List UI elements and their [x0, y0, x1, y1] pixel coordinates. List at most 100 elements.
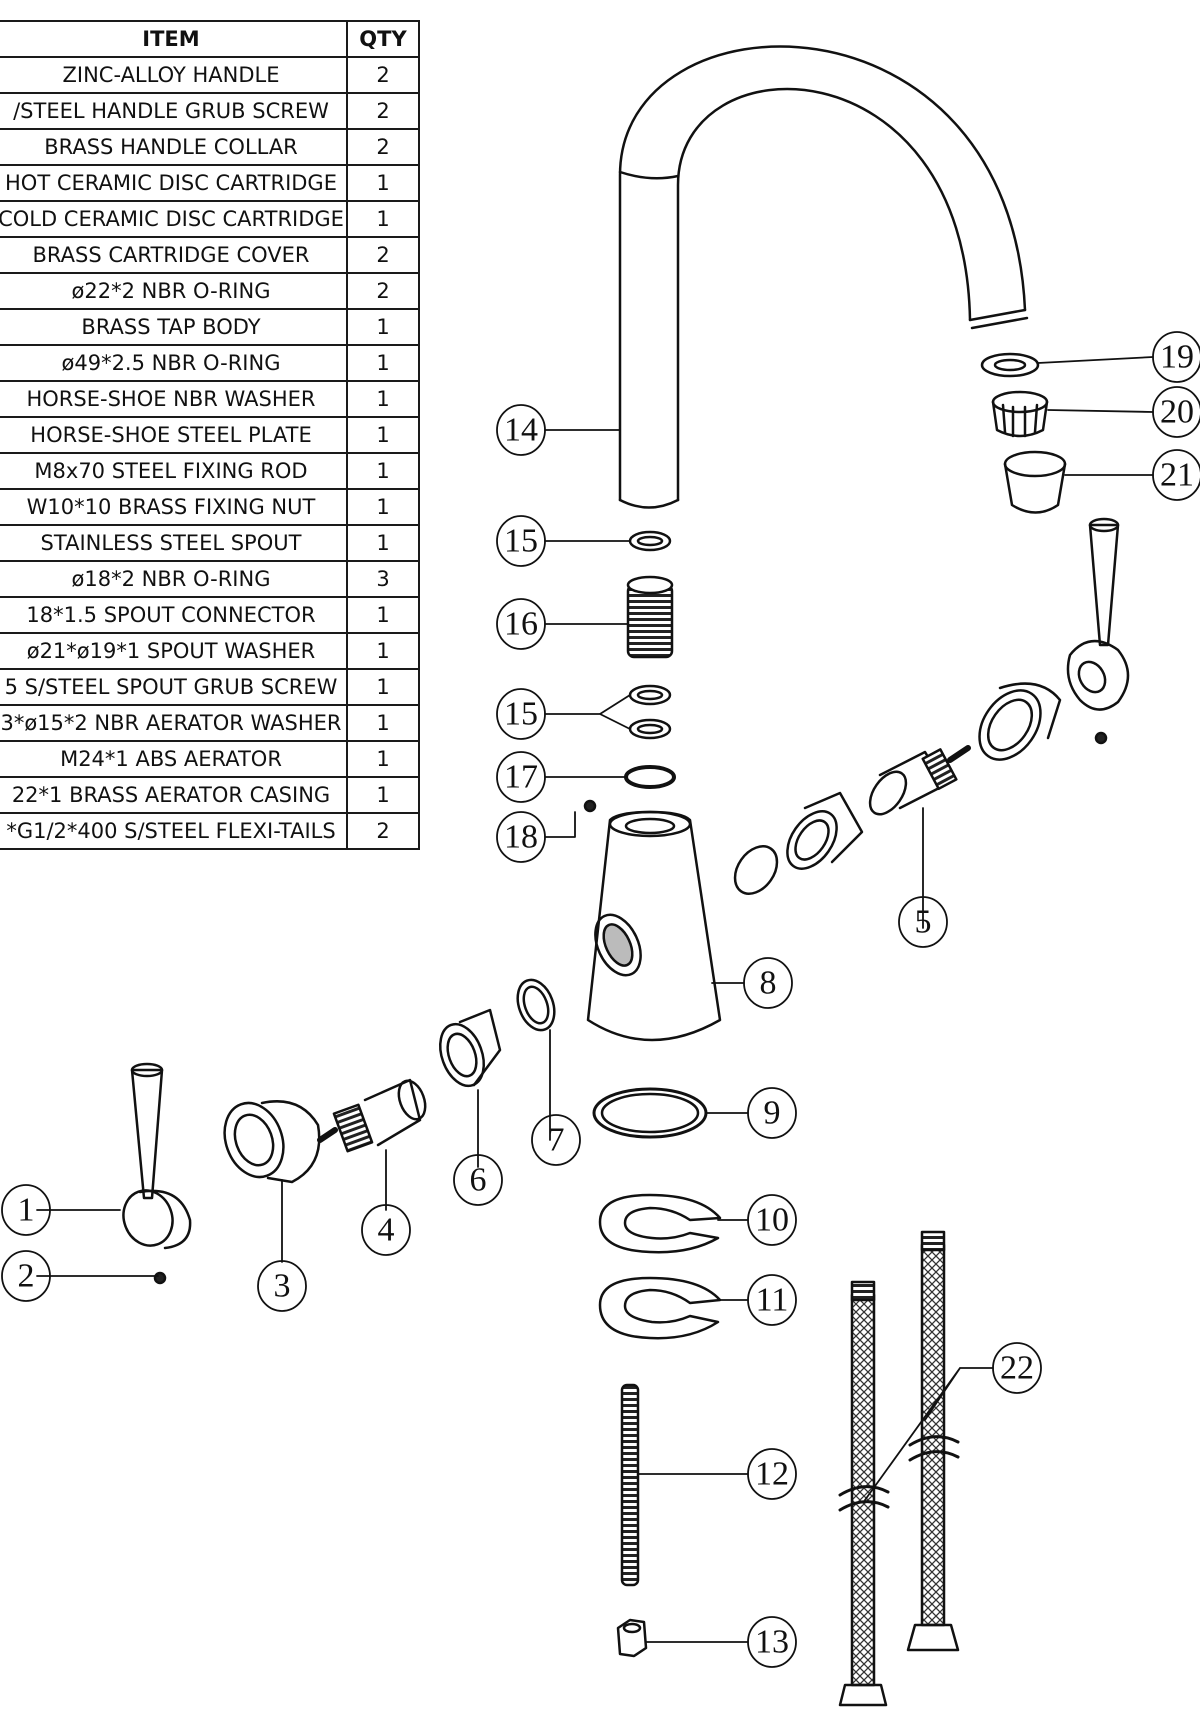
item-cell: ø21*ø19*1 SPOUT WASHER	[0, 632, 348, 670]
callout-15-top: 15	[504, 523, 538, 560]
hot-ceramic-disc-cartridge	[317, 1078, 427, 1153]
right-handle	[1066, 517, 1130, 711]
qty-cell: 2	[346, 92, 420, 130]
right-o-ring	[733, 845, 779, 895]
item-cell: *G1/2*400 S/STEEL FLEXI-TAILS	[0, 812, 348, 850]
steel-fixing-rod	[620, 1383, 640, 1587]
item-cell: BRASS TAP BODY	[0, 308, 348, 346]
qty-cell: 1	[346, 200, 420, 238]
leader-lines	[36, 356, 1154, 1643]
callout-circles	[1, 331, 1200, 1668]
callout-4: 4	[378, 1212, 395, 1249]
item-cell: HORSE-SHOE STEEL PLATE	[0, 416, 348, 454]
table-header-row: ITEM QTY	[0, 20, 420, 58]
item-cell: ø22*2 NBR O-RING	[0, 272, 348, 310]
brass-tap-body	[586, 810, 722, 1042]
qty-cell: 1	[346, 380, 420, 418]
o-ring-middle-upper	[628, 684, 672, 706]
qty-cell: 1	[346, 704, 420, 742]
callout-5: 5	[915, 904, 932, 941]
callout-13: 13	[755, 1624, 789, 1661]
item-cell: STAINLESS STEEL SPOUT	[0, 524, 348, 562]
qty-cell: 3	[346, 560, 420, 598]
callout-1: 1	[18, 1192, 35, 1229]
callout-7: 7	[548, 1122, 565, 1159]
aerator-washer	[980, 352, 1040, 378]
spout-grub-screw	[583, 799, 597, 813]
qty-cell: 1	[346, 668, 420, 706]
item-cell: 18*1.5 SPOUT CONNECTOR	[0, 596, 348, 634]
item-cell: /STEEL HANDLE GRUB SCREW	[0, 92, 348, 130]
item-cell: W10*10 BRASS FIXING NUT	[0, 488, 348, 526]
item-cell: 22*1 BRASS AERATOR CASING	[0, 776, 348, 814]
spout-washer	[624, 765, 676, 789]
callout-6: 6	[470, 1162, 487, 1199]
right-handle-grub-screw	[1094, 731, 1108, 745]
horse-shoe-steel-plate	[598, 1276, 722, 1340]
item-cell: ø49*2.5 NBR O-RING	[0, 344, 348, 382]
callout-2: 2	[18, 1258, 35, 1295]
callout-16: 16	[504, 606, 538, 643]
callout-18: 18	[504, 819, 538, 856]
flexi-tails	[838, 1230, 960, 1707]
qty-cell: 1	[346, 632, 420, 670]
item-cell: 5 S/STEEL SPOUT GRUB SCREW	[0, 668, 348, 706]
callout-8: 8	[760, 965, 777, 1002]
item-cell: HOT CERAMIC DISC CARTRIDGE	[0, 164, 348, 202]
callout-3: 3	[274, 1268, 291, 1305]
qty-cell: 1	[346, 740, 420, 778]
callout-14: 14	[504, 412, 538, 449]
item-cell: M24*1 ABS AERATOR	[0, 740, 348, 778]
callout-21: 21	[1160, 457, 1194, 494]
callout-15-bottom: 15	[504, 696, 538, 733]
qty-cell: 1	[346, 416, 420, 454]
brass-aerator-casing	[1003, 450, 1067, 514]
qty-cell: 1	[346, 776, 420, 814]
callout-17: 17	[504, 759, 538, 796]
abs-aerator	[991, 390, 1049, 438]
spout-connector	[626, 575, 674, 659]
callout-11: 11	[756, 1282, 789, 1319]
item-cell: HORSE-SHOE NBR WASHER	[0, 380, 348, 418]
qty-cell: 2	[346, 812, 420, 850]
left-cartridge-cover	[439, 1008, 502, 1088]
qty-cell: 1	[346, 344, 420, 382]
o-ring-middle-lower	[628, 718, 672, 740]
right-cartridge-cover	[786, 791, 864, 870]
horse-shoe-washer	[598, 1193, 722, 1254]
item-cell: M8x70 STEEL FIXING ROD	[0, 452, 348, 490]
item-cell: BRASS CARTRIDGE COVER	[0, 236, 348, 274]
item-cell: BRASS HANDLE COLLAR	[0, 128, 348, 166]
left-handle-collar	[223, 1100, 321, 1184]
callout-19: 19	[1160, 339, 1194, 376]
qty-cell: 2	[346, 56, 420, 94]
left-handle	[122, 1062, 192, 1250]
qty-cell: 2	[346, 236, 420, 274]
callout-12: 12	[755, 1456, 789, 1493]
qty-cell: 1	[346, 488, 420, 526]
callout-9: 9	[764, 1095, 781, 1132]
left-handle-grub-screw	[153, 1271, 167, 1285]
qty-cell: 1	[346, 308, 420, 346]
o-ring-top	[628, 530, 672, 552]
